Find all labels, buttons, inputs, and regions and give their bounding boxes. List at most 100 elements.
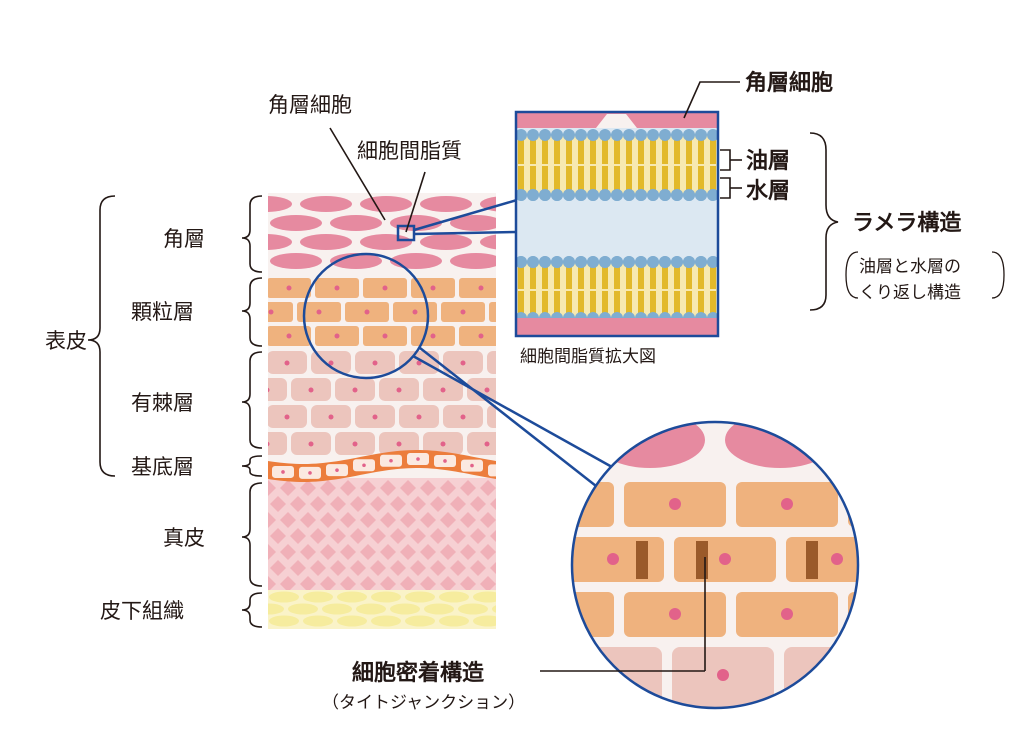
nucleus	[497, 469, 501, 473]
dermis-fiber	[290, 560, 306, 576]
dermis-fiber	[410, 528, 426, 544]
nucleus	[430, 285, 436, 291]
dermis-fiber	[500, 544, 516, 560]
label-lipid-caption: 細胞間脂質拡大図	[520, 347, 656, 367]
label-subcutaneous: 皮下組織	[100, 599, 184, 623]
dermis-fiber	[310, 560, 326, 576]
corneocyte	[300, 196, 352, 212]
lipid-head	[551, 256, 563, 268]
dermis-fiber	[380, 544, 396, 560]
nucleus	[284, 360, 290, 366]
label-basal-layer: 基底層	[131, 455, 194, 479]
dermis-fiber	[310, 528, 326, 544]
label-lamellar-note-1: 油層と水層の	[859, 257, 961, 277]
fat-cell	[268, 603, 284, 615]
corneocyte	[390, 253, 442, 269]
lipid-head	[623, 256, 635, 268]
dermis-fiber	[380, 576, 396, 592]
lipid-head	[575, 256, 587, 268]
corneocyte	[330, 215, 382, 231]
dermis-fiber	[390, 496, 406, 512]
nucleus	[443, 459, 447, 463]
fat-cell	[492, 605, 496, 613]
lipid-head	[683, 256, 695, 268]
dermis-fiber	[280, 480, 296, 496]
corneocyte	[420, 234, 472, 250]
granular-cell	[268, 302, 293, 322]
tight-junction	[636, 541, 648, 579]
lipid-head	[551, 129, 563, 141]
nucleus	[335, 468, 339, 472]
corneocyte	[268, 234, 292, 250]
nucleus	[328, 414, 334, 420]
dermis-fiber	[360, 576, 376, 592]
lipid-head	[527, 189, 539, 201]
dermis-fiber	[268, 544, 276, 560]
nucleus	[416, 457, 420, 461]
dermis-fiber	[390, 528, 406, 544]
nucleus	[484, 441, 490, 447]
dermis-fiber	[370, 560, 386, 576]
corneocyte	[360, 196, 412, 212]
dermis-fiber	[400, 512, 416, 528]
lipid-head	[527, 129, 539, 141]
dermis-fiber	[430, 496, 446, 512]
dermis-fiber	[330, 496, 346, 512]
lipid-head	[695, 256, 707, 268]
lipid-head	[635, 189, 647, 201]
nucleus	[362, 463, 366, 468]
subcutaneous-fat-cells	[268, 590, 496, 629]
tight-junction	[806, 541, 818, 579]
label-granular-layer: 顆粒層	[131, 300, 194, 324]
fat-cell	[371, 615, 401, 627]
nucleus	[829, 669, 841, 681]
nucleus	[460, 414, 466, 420]
dermis-fiber	[420, 576, 436, 592]
nucleus	[284, 414, 290, 420]
granular-cell	[848, 592, 858, 637]
label-intercellular-lipid: 細胞間脂質	[357, 139, 462, 163]
dermis-fiber	[280, 544, 296, 560]
nucleus	[239, 286, 244, 291]
dermis-fiber	[290, 496, 306, 512]
corneocyte	[300, 234, 352, 250]
dermis-fiber	[500, 576, 516, 592]
nucleus	[372, 414, 378, 420]
dermis-fiber	[280, 576, 296, 592]
nucleus	[364, 309, 370, 315]
dermis-pattern	[268, 478, 516, 592]
dermis-fiber	[268, 480, 276, 496]
dermis-fiber	[330, 560, 346, 576]
nucleus	[831, 553, 843, 565]
nucleus	[505, 361, 510, 366]
lipid-head	[599, 189, 611, 201]
nucleus	[607, 553, 619, 565]
dermis-fiber	[300, 480, 316, 496]
spinous-cell	[268, 378, 287, 401]
spinous-layer-cells	[268, 351, 510, 455]
dermis-fiber	[350, 528, 366, 544]
fat-cell	[269, 615, 299, 627]
dermis-fiber	[440, 544, 456, 560]
nucleus	[372, 360, 378, 366]
dermis-fiber	[490, 562, 496, 574]
nucleus	[334, 333, 340, 339]
nucleus	[396, 387, 402, 393]
bilayer-gap	[517, 164, 717, 166]
label-spinous-layer: 有棘層	[131, 391, 194, 415]
nucleus	[717, 669, 729, 681]
dermis-fiber	[350, 560, 366, 576]
nucleus	[893, 498, 905, 510]
lipid-head	[575, 189, 587, 201]
corneocyte	[268, 196, 292, 212]
granular-layer-cells	[239, 278, 496, 346]
corneocyte	[480, 234, 496, 250]
nucleus	[781, 608, 793, 620]
dermis-fiber	[460, 544, 476, 560]
fat-cell	[473, 591, 496, 603]
lipid-head	[647, 256, 659, 268]
lipid-head	[695, 129, 707, 141]
dermis-fiber	[500, 480, 516, 496]
spinous-cell	[268, 432, 287, 455]
dermis-fiber	[320, 544, 336, 560]
